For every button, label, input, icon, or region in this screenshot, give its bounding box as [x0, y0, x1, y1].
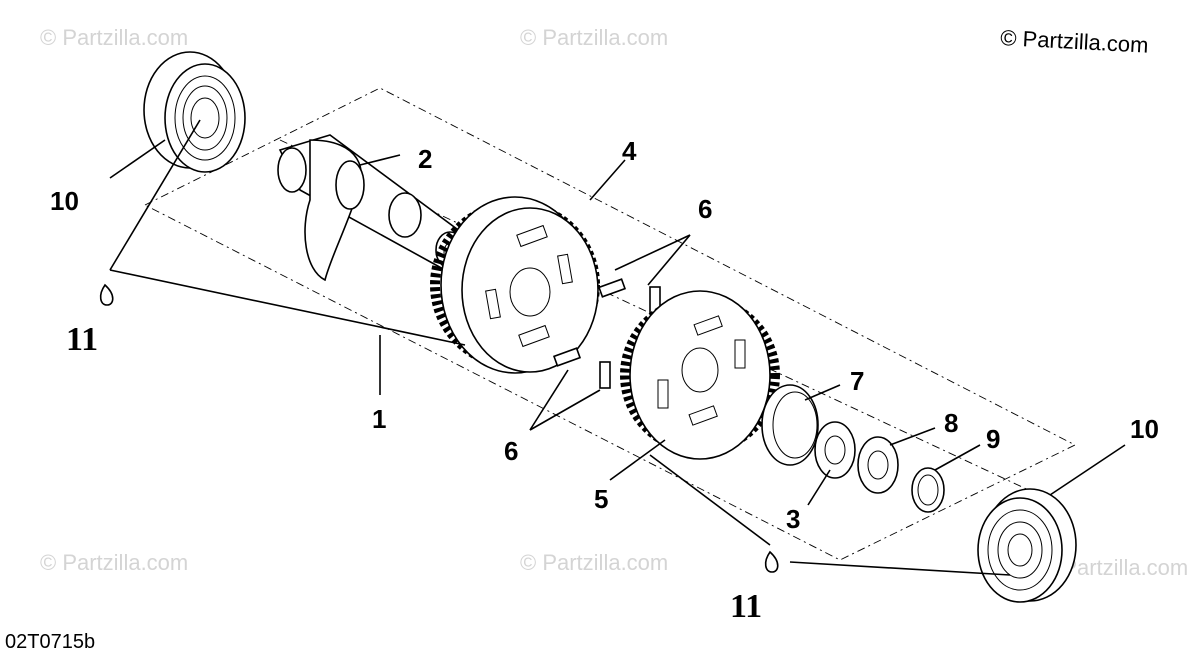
- callout-4: 4: [622, 136, 637, 166]
- callout-10-right: 10: [1130, 414, 1159, 444]
- watermark-top-left: © Partzilla.com: [40, 25, 188, 50]
- callout-labels: 1 2 3 4 5 6 6 7 8 9 10 10 11 11: [50, 136, 1159, 625]
- callout-11-left: 11: [66, 321, 98, 358]
- diagram-code: 02T0715b: [5, 631, 95, 653]
- washer: [761, 384, 841, 466]
- watermark-bottom-left: © Partzilla.com: [40, 550, 188, 575]
- watermark-bottom-center: © Partzilla.com: [520, 550, 668, 575]
- bearing-right: [977, 444, 1126, 603]
- leader-4: [589, 159, 626, 201]
- callout-10-left: 10: [50, 186, 79, 216]
- oil-drop-icon: [764, 550, 779, 573]
- callout-7: 7: [850, 366, 864, 396]
- callout-6-top: 6: [698, 194, 712, 224]
- gear-large: [430, 196, 600, 374]
- gear-small: [620, 290, 780, 460]
- callout-6-bottom: 6: [504, 436, 518, 466]
- assembly-outline: [144, 87, 1077, 561]
- bearing-left: [109, 51, 246, 179]
- callout-5: 5: [594, 484, 608, 514]
- copyright-notice: © Partzilla.com: [1000, 25, 1149, 58]
- leader-5: [609, 439, 666, 481]
- callout-1: 1: [372, 404, 386, 434]
- thrust-washer: [857, 427, 936, 494]
- spacer: [807, 421, 856, 506]
- callout-9: 9: [986, 424, 1000, 454]
- lubrication-points: [99, 119, 1011, 576]
- oil-drop-icon: [99, 283, 114, 306]
- callout-11-bottom: 11: [730, 588, 762, 625]
- snap-ring: [911, 444, 981, 513]
- callout-2: 2: [418, 144, 432, 174]
- camshaft: [277, 134, 467, 282]
- callout-3: 3: [786, 504, 800, 534]
- callout-8: 8: [944, 408, 958, 438]
- watermark-top-center: © Partzilla.com: [520, 25, 668, 50]
